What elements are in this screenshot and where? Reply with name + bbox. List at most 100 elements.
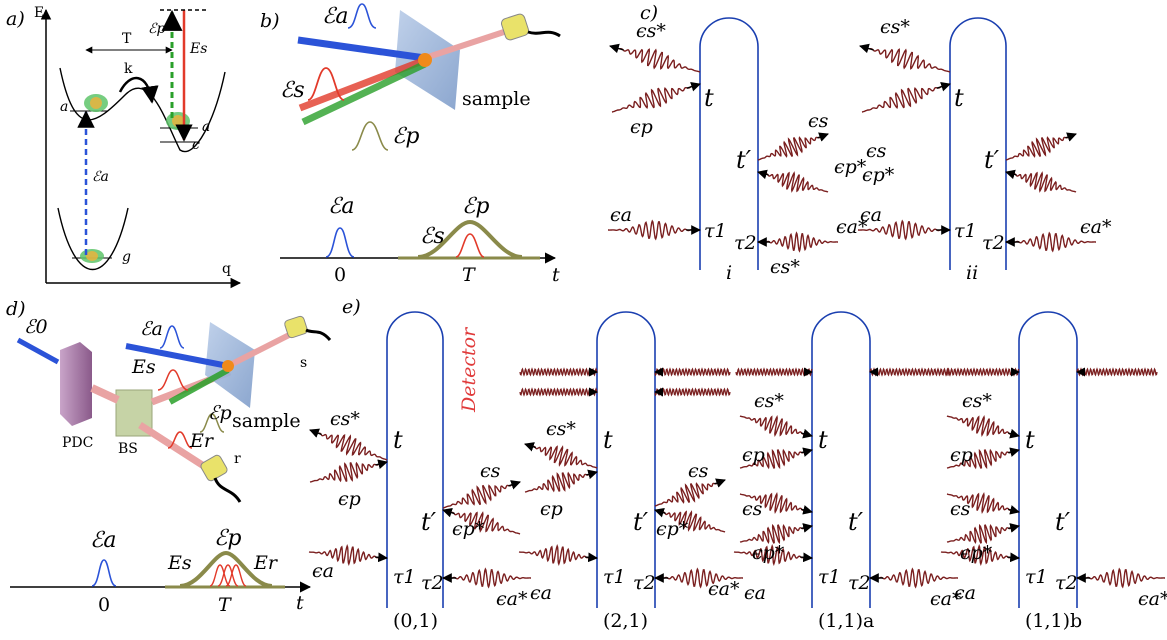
e-11b-es-in-arrow (1008, 505, 1020, 515)
e-01-tau1-label: τ1 (393, 566, 416, 588)
c-ii-ea-label: ϵa (860, 204, 882, 226)
b-ea-timeline-pulse (325, 227, 355, 258)
r-beam (138, 422, 212, 473)
e-21-es-out (654, 479, 726, 507)
e-01-ep-star-in-arrow (442, 507, 455, 518)
d-timeline-ep: ℰp (214, 526, 242, 551)
c-ii-ep-in-arrow (936, 82, 951, 92)
e-11b-ea-in (940, 544, 1020, 566)
e-01-es-out-arrow (508, 480, 521, 490)
e-01-es-label: ϵs (480, 460, 501, 482)
e-01-es-star-label: ϵs* (330, 408, 360, 430)
d-sample-label: sample (232, 410, 301, 432)
e-11b-ea-label: ϵa (954, 582, 976, 604)
Es-label-a: Es (190, 41, 208, 57)
c-i-ep-in (611, 83, 701, 113)
e-01-es-out (442, 481, 521, 509)
e-11a-tau2-label: τ2 (848, 572, 871, 594)
e-11b-ea-in-arrow (1007, 552, 1020, 563)
c-i-tau2-label: τ2 (734, 232, 757, 254)
b-ea-label: ℰa (322, 4, 349, 29)
e-11b-tau1-label: τ1 (1025, 566, 1048, 588)
es-beam (298, 56, 427, 112)
detector-r (200, 454, 228, 482)
c-ii-t-label: t (954, 84, 964, 112)
c-i-es-out (757, 133, 829, 161)
e-21-es-label: ϵs (688, 460, 709, 482)
b-timeline-ea: ℰa (328, 194, 355, 219)
e-11a-es-star-label: ϵs* (754, 390, 784, 412)
c-ii-es-out (1005, 133, 1077, 161)
c-label-ii: ii (966, 262, 979, 284)
detector-s (284, 315, 308, 339)
e-11b-es-star-in (946, 415, 1020, 437)
ground-potential (57, 207, 129, 270)
e-11a-ea-star-in (870, 567, 958, 589)
c-ii-ep-star-in-arrow (1005, 169, 1017, 180)
e-21-ep-star-label: ϵp* (656, 518, 689, 540)
e-11b-detector-wave-in (945, 367, 1020, 377)
e-01-ep-star-in (442, 509, 521, 535)
e-11a-loop (811, 311, 871, 608)
e-21-tau2-label: τ2 (633, 572, 656, 594)
state-c-label: c (192, 137, 200, 153)
panel-c-tag: c) (640, 2, 659, 24)
b-timeline-ep: ℰp (462, 194, 490, 219)
d-ep-label: ℰp (208, 402, 232, 424)
k-label: k (124, 61, 133, 77)
e-01-tau2-label: τ2 (421, 572, 444, 594)
e-11b-es-star-label: ϵs* (962, 390, 992, 412)
T-label: T (122, 31, 132, 47)
d-interaction-point (222, 360, 234, 372)
d-time-label: t (296, 592, 304, 614)
e-21-ep-star-in-arrow (654, 507, 666, 518)
e-01-ep-in-arrow (375, 459, 388, 469)
c-i-t-label: t (704, 84, 714, 112)
e-11a-t-label: t (818, 426, 828, 454)
e-11a-ep-label: ϵp (742, 444, 765, 466)
e-21-detector-wave-2 (519, 387, 598, 397)
c-ii-es-label: ϵs (866, 140, 887, 162)
b-ep-timeline-pulse (417, 219, 523, 259)
ep-pulse-shape (351, 121, 389, 151)
ea-beam (297, 36, 426, 62)
e-11b-caption: (1,1)b (1025, 610, 1083, 632)
bs-label: BS (118, 441, 138, 457)
e-11a-ep-in-arrow (801, 447, 813, 457)
c-i-ep-star-in-arrow (757, 169, 769, 180)
panel-e-tag: e) (342, 296, 361, 318)
d-timeline-ea: ℰa (90, 528, 117, 553)
e-11b-tau2-label: τ2 (1055, 572, 1078, 594)
detector-b (500, 13, 530, 41)
e-11a-ep-star-in-arrow (801, 523, 813, 533)
c-ii-ep-star-in (1005, 171, 1077, 193)
e-01-ep-star-label: ϵp* (452, 518, 485, 540)
e-11a-ep-star-in (739, 523, 813, 545)
q-axis-label: q (222, 261, 231, 277)
e-11b-ep-in-arrow (1008, 447, 1020, 457)
c-i-ep-star-label: ϵp* (834, 156, 867, 178)
pdc-label: PDC (62, 435, 94, 451)
e-11a-detector-wave-out (869, 367, 951, 377)
b-sample-label: sample (462, 88, 531, 110)
e-21-ea-in (518, 544, 598, 566)
interaction-point (418, 53, 432, 67)
c-i-ea-in (608, 219, 700, 241)
e-11b-ep-star-in (946, 523, 1020, 545)
e-21-caption: (2,1) (603, 610, 649, 632)
c-i-tau1-label: τ1 (704, 220, 727, 242)
e-11a-ea-in-arrow (800, 552, 813, 563)
c-ii-ep-in (861, 83, 951, 113)
e-11b-ep-label: ϵp (950, 444, 973, 466)
e-11b-es-label: ϵs (950, 498, 971, 520)
b-ep-label: ℰp (392, 124, 420, 149)
ea-label-a: ℰa (92, 169, 109, 185)
energy-axis-label: E (34, 5, 45, 21)
c-i-es-out-arrow (817, 132, 829, 142)
state-a-label: a (60, 99, 69, 115)
e-21-ea-in-arrow (585, 552, 598, 563)
d-timeline-Es: Es (168, 552, 192, 574)
e-11a-detector-wave-in (735, 367, 813, 377)
c-ii-tau1-label: τ1 (954, 220, 977, 242)
